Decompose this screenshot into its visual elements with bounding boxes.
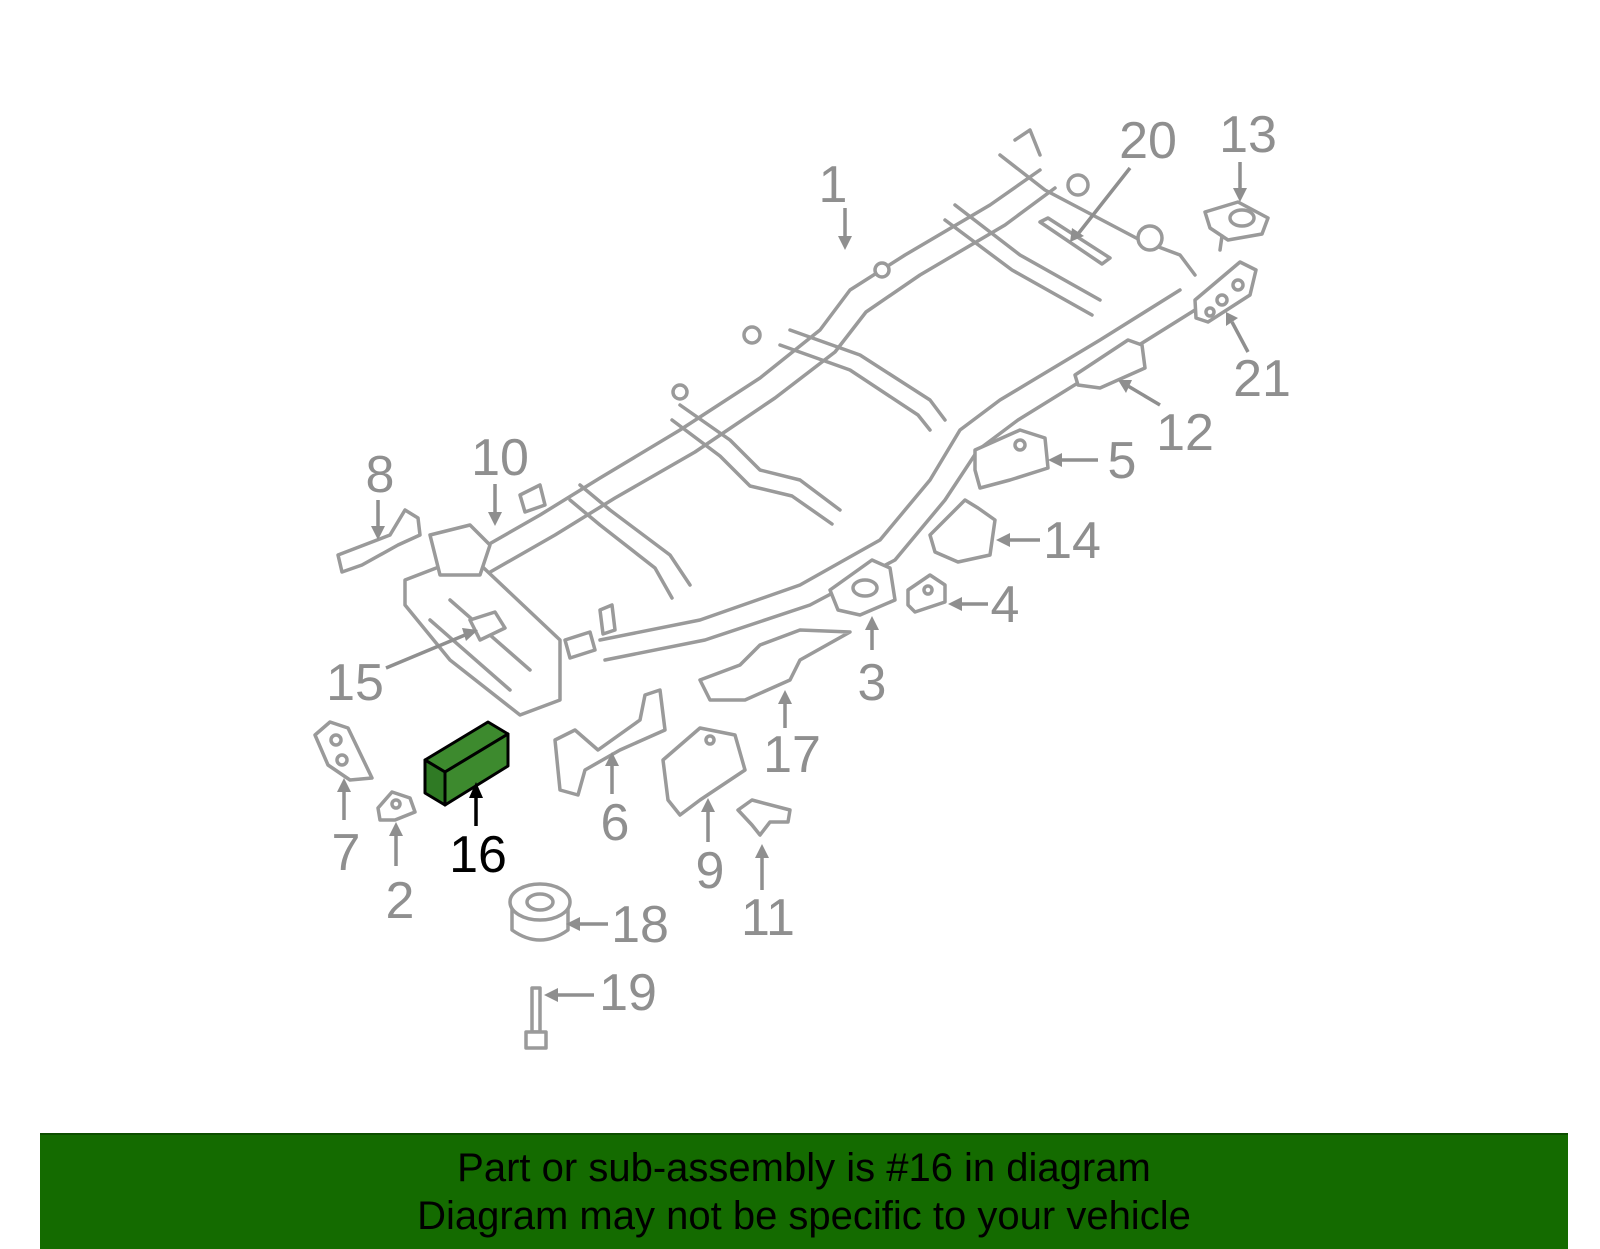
callout-1: 1 <box>819 156 852 250</box>
part-5-bracket <box>973 428 1050 490</box>
callout-21: 21 <box>1226 312 1291 408</box>
banner-line-2: Diagram may not be specific to your vehi… <box>417 1194 1191 1238</box>
callout-11: 11 <box>741 844 795 947</box>
callout-5: 5 <box>1048 432 1136 490</box>
callout-label-15: 15 <box>326 654 384 712</box>
part-4-bracket <box>906 573 947 614</box>
callout-label-16: 16 <box>449 826 507 884</box>
callout-10: 10 <box>471 429 529 526</box>
callout-20: 20 <box>1070 112 1177 242</box>
callout-label-19: 19 <box>599 964 657 1022</box>
part-18-bushing <box>508 882 572 942</box>
frame-assembly <box>403 128 1197 717</box>
part-9-bracket <box>661 726 747 817</box>
callout-19: 19 <box>544 964 657 1022</box>
part-12-bracket <box>1073 338 1147 390</box>
callout-label-13: 13 <box>1219 106 1277 164</box>
part-16-highlighted <box>423 720 510 807</box>
callout-12: 12 <box>1118 380 1214 462</box>
callout-18: 18 <box>566 896 669 954</box>
callout-14: 14 <box>996 512 1101 570</box>
callout-label-6: 6 <box>601 794 630 852</box>
callout-label-2: 2 <box>386 872 415 930</box>
part-20-bar <box>1038 216 1112 266</box>
callout-9: 9 <box>696 798 725 900</box>
callout-label-9: 9 <box>696 842 725 900</box>
part-15-bracket <box>468 610 507 642</box>
callout-label-10: 10 <box>471 429 529 487</box>
callout-13: 13 <box>1219 106 1277 202</box>
part-19-bolt <box>524 986 548 1050</box>
callout-label-11: 11 <box>741 889 795 947</box>
part-17-shield <box>698 628 852 702</box>
callout-label-1: 1 <box>819 156 848 214</box>
callout-3: 3 <box>858 616 887 712</box>
callout-label-14: 14 <box>1043 512 1101 570</box>
callout-label-12: 12 <box>1156 404 1214 462</box>
callout-15: 15 <box>326 628 478 712</box>
callout-7: 7 <box>332 778 361 882</box>
callout-6: 6 <box>601 752 630 852</box>
part-3-mount <box>828 558 897 617</box>
callout-label-4: 4 <box>991 576 1020 634</box>
callout-label-7: 7 <box>332 824 361 882</box>
callout-2: 2 <box>386 822 415 930</box>
callout-label-8: 8 <box>366 446 395 504</box>
callout-label-17: 17 <box>763 726 821 784</box>
part-14-bracket <box>928 498 997 564</box>
callout-17: 17 <box>763 690 821 784</box>
part-11-bracket <box>736 798 792 837</box>
part-2-bracket <box>376 790 417 822</box>
callout-8: 8 <box>366 446 395 540</box>
part-8-bracket <box>336 508 422 574</box>
part-16-side <box>443 732 510 807</box>
part-21-plate <box>1193 260 1258 324</box>
callout-16: 16 <box>449 782 507 884</box>
callout-label-3: 3 <box>858 654 887 712</box>
part-13-mount <box>1203 200 1270 252</box>
info-banner: Part or sub-assembly is #16 in diagram D… <box>40 1133 1568 1249</box>
callout-label-20: 20 <box>1119 112 1177 170</box>
callout-label-5: 5 <box>1108 432 1137 490</box>
callout-label-21: 21 <box>1233 350 1291 408</box>
banner-line-1: Part or sub-assembly is #16 in diagram <box>457 1146 1151 1190</box>
part-7-bracket <box>313 720 374 782</box>
callout-label-18: 18 <box>611 896 669 954</box>
part-6-bracket <box>553 688 667 797</box>
callout-4: 4 <box>948 576 1019 634</box>
